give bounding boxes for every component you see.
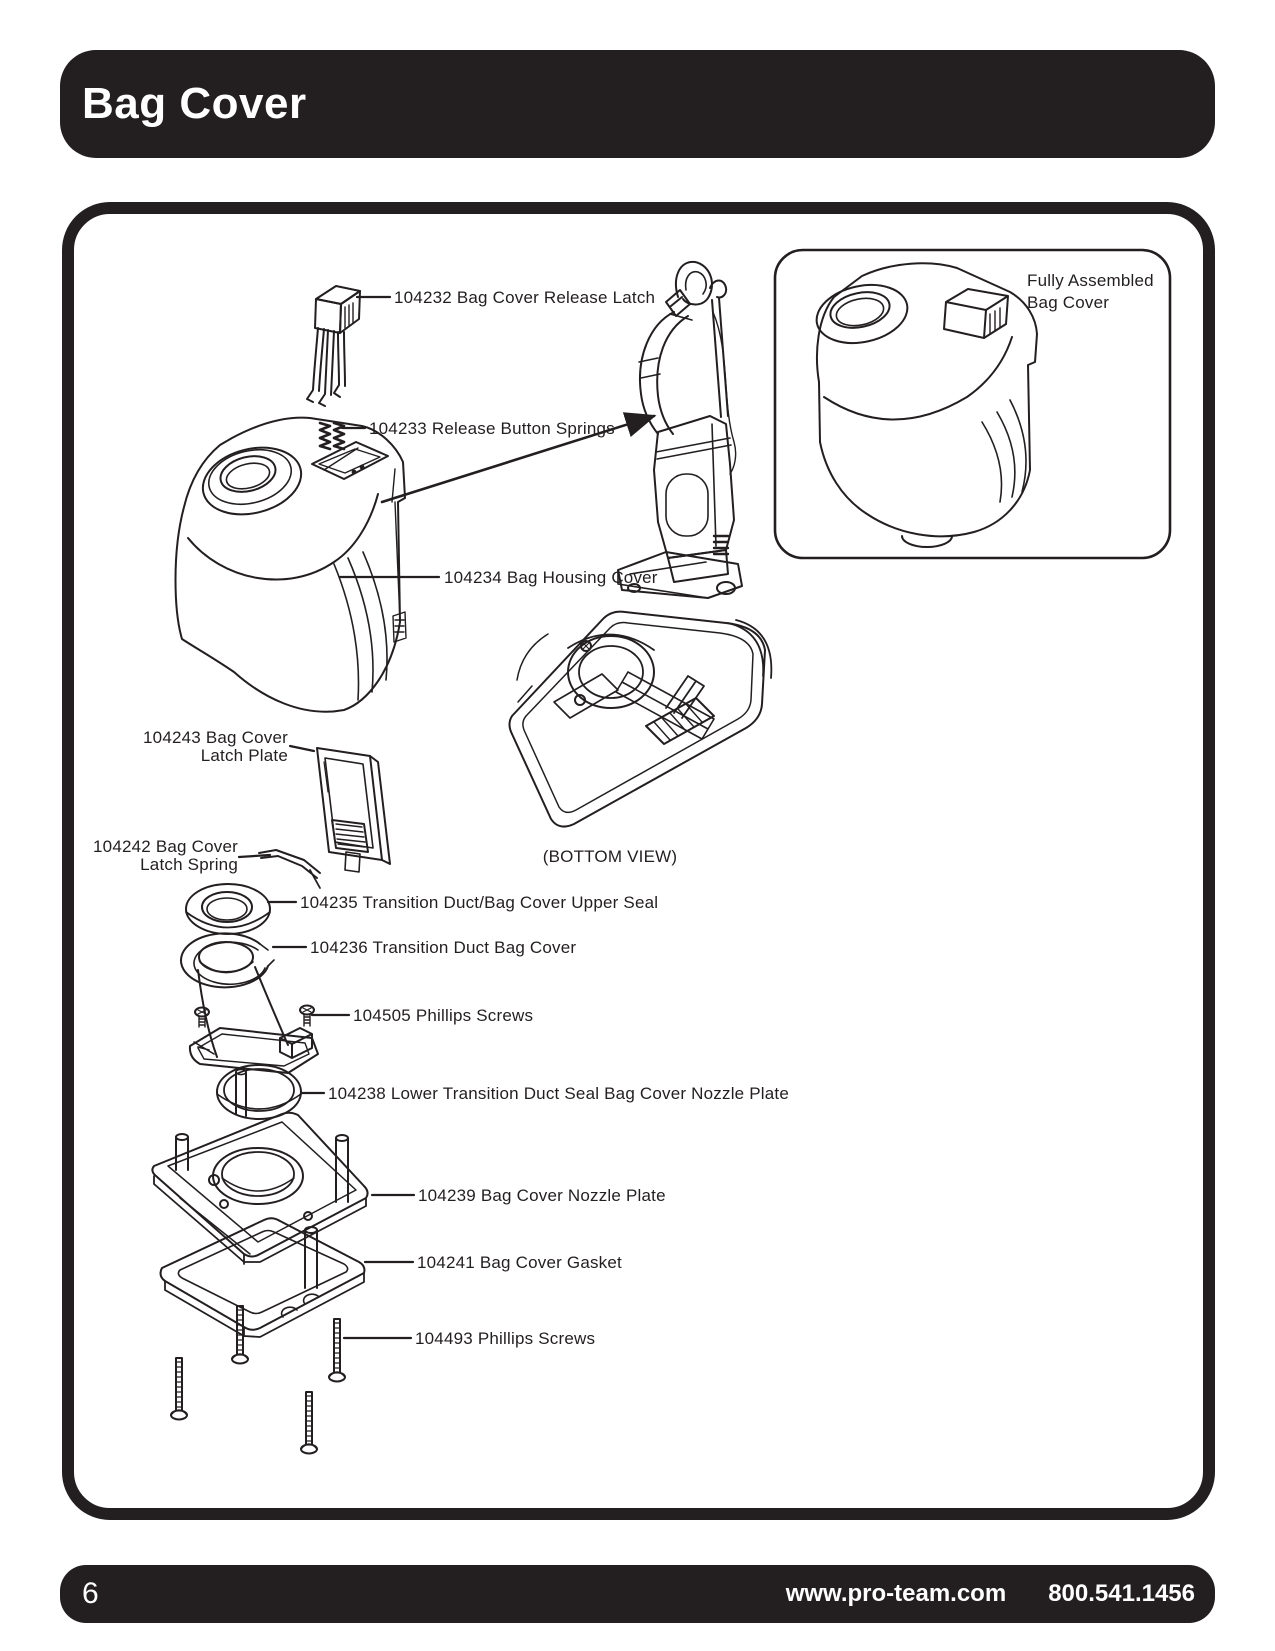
footer-phone: 800.541.1456 — [1048, 1580, 1195, 1607]
header-bar: Bag Cover — [60, 50, 1215, 158]
inset-caption-line1: Fully Assembled — [1027, 271, 1154, 290]
inset-box — [773, 248, 1172, 560]
inset-caption-line2: Bag Cover — [1027, 293, 1109, 312]
footer-contact: www.pro-team.com 800.541.1456 — [786, 1580, 1215, 1608]
part-label-104243-line1: 104243 Bag Cover — [143, 728, 288, 747]
fully-assembled-inset — [773, 248, 1172, 560]
transition-duct-drawing — [179, 932, 319, 1074]
lower-seal-drawing — [216, 1064, 302, 1120]
part-label-104242-line1: 104242 Bag Cover — [93, 837, 238, 856]
footer-bar: 6 www.pro-team.com 800.541.1456 — [60, 1565, 1215, 1623]
parts-diagram: 104232 Bag Cover Release Latch 104233 Re… — [93, 248, 1172, 1455]
vacuum-drawing — [617, 260, 743, 599]
part-label-104235: 104235 Transition Duct/Bag Cover Upper S… — [300, 893, 658, 912]
footer-website: www.pro-team.com — [785, 1580, 1007, 1607]
part-label-104236: 104236 Transition Duct Bag Cover — [310, 938, 576, 957]
part-labels: 104232 Bag Cover Release Latch 104233 Re… — [93, 271, 1154, 1348]
latch-spring-drawing — [258, 849, 321, 889]
phillips-screws-long-drawing — [170, 1305, 346, 1455]
latch-plate-drawing — [316, 747, 391, 873]
part-label-104239: 104239 Bag Cover Nozzle Plate — [418, 1186, 666, 1205]
part-label-104241: 104241 Bag Cover Gasket — [417, 1253, 622, 1272]
nozzle-plate-drawing — [151, 1111, 369, 1289]
part-label-104232: 104232 Bag Cover Release Latch — [394, 288, 655, 307]
bottom-view-drawing — [508, 610, 773, 828]
part-label-104233: 104233 Release Button Springs — [369, 419, 615, 438]
release-button-springs-drawing — [318, 421, 346, 451]
bag-housing-cover-drawing — [174, 416, 407, 713]
part-label-104238: 104238 Lower Transition Duct Seal Bag Co… — [328, 1084, 789, 1103]
part-label-104243-line2: Latch Plate — [201, 746, 288, 765]
pointer-arrow — [380, 412, 657, 504]
release-latch-drawing — [306, 285, 361, 407]
bottom-view-caption: (BOTTOM VIEW) — [543, 847, 678, 866]
part-label-104493: 104493 Phillips Screws — [415, 1329, 595, 1348]
phillips-screws-small-drawing — [194, 1004, 315, 1028]
page-number: 6 — [82, 1577, 99, 1610]
page-title: Bag Cover — [82, 79, 307, 128]
part-label-104505: 104505 Phillips Screws — [353, 1006, 533, 1025]
part-label-104234: 104234 Bag Housing Cover — [444, 568, 658, 587]
upper-seal-drawing — [185, 883, 271, 935]
part-label-104242-line2: Latch Spring — [140, 855, 238, 874]
leader-lines — [237, 295, 441, 1340]
